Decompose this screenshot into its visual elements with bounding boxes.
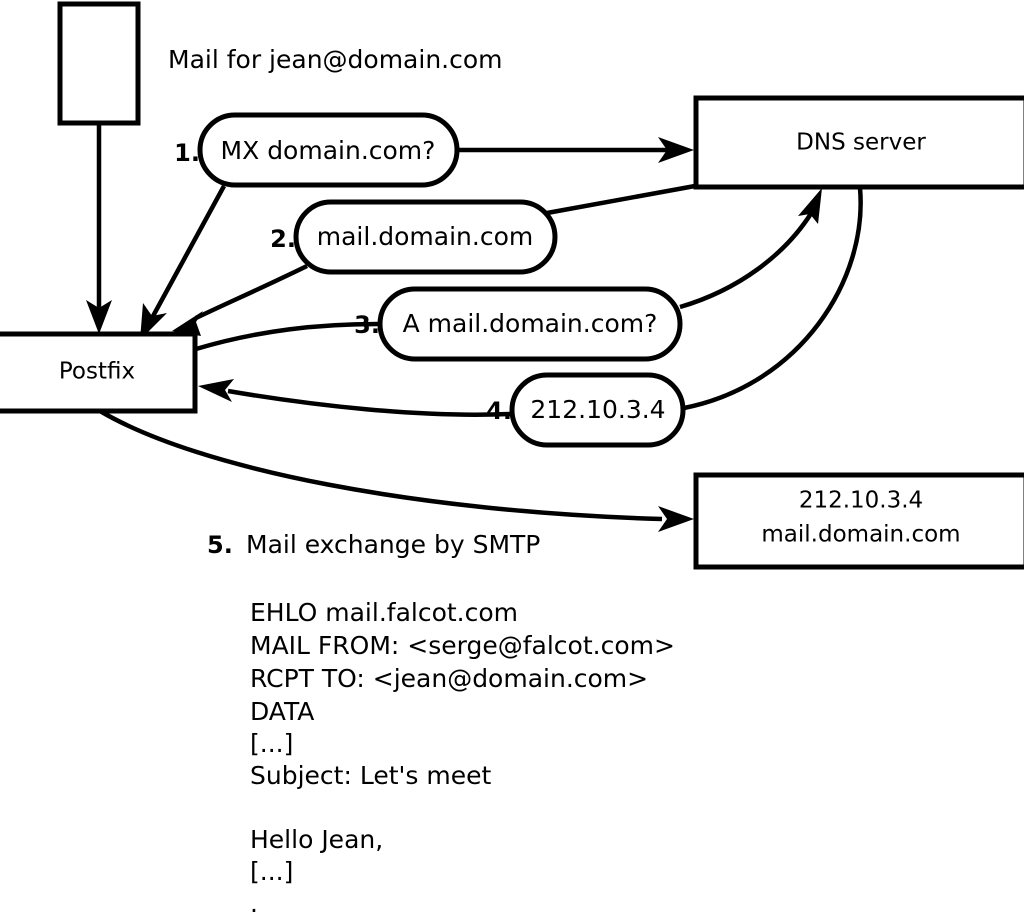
- dns-server-box-label: DNS server: [796, 130, 926, 156]
- step-4-number: 4.: [486, 397, 512, 425]
- transcript-line-8: Hello Jean,: [250, 825, 383, 854]
- dns-server-box[interactable]: DNS server: [693, 95, 1024, 190]
- transcript-line-4: DATA: [250, 697, 314, 726]
- step-5-number: 5.: [207, 531, 233, 559]
- target-mailserver-box[interactable]: 212.10.3.4 mail.domain.com: [693, 472, 1024, 570]
- edge-postfix-to-target: [98, 409, 694, 532]
- step-3-label: A mail.domain.com?: [403, 309, 658, 338]
- edge-dns-to-step2: [546, 183, 696, 216]
- edge-dns-to-step4: [683, 187, 863, 411]
- edge-step2-to-postfix: [172, 263, 308, 336]
- edge-step4-to-postfix: [198, 379, 511, 417]
- smtp-transcript: EHLO mail.falcot.com MAIL FROM: <serge@f…: [250, 598, 675, 918]
- step-1-label: MX domain.com?: [221, 136, 436, 165]
- transcript-line-5: [...]: [250, 729, 293, 758]
- step-4-bubble[interactable]: 212.10.3.4: [509, 372, 686, 448]
- edge-postfix-to-step3: [195, 321, 379, 352]
- step-2-number: 2.: [270, 225, 296, 253]
- step-3-bubble[interactable]: A mail.domain.com?: [377, 286, 683, 362]
- target-mailserver-ip: 212.10.3.4: [799, 488, 923, 514]
- edge-sender-to-postfix: [86, 125, 112, 334]
- transcript-line-3: RCPT TO: <jean@domain.com>: [250, 664, 648, 693]
- sender-box[interactable]: [57, 1, 141, 126]
- transcript-line-6: Subject: Let's meet: [250, 761, 491, 790]
- postfix-box-label: Postfix: [59, 359, 135, 385]
- edge-step1-to-dns: [457, 137, 694, 163]
- step-1-number: 1.: [174, 139, 200, 167]
- edge-step3-to-dns: [679, 188, 822, 310]
- step-1-bubble[interactable]: MX domain.com?: [197, 112, 460, 188]
- target-mailserver-hostname: mail.domain.com: [761, 522, 960, 548]
- step-3-number: 3.: [354, 311, 380, 339]
- step-2-label: mail.domain.com: [317, 222, 533, 251]
- transcript-line-2: MAIL FROM: <serge@falcot.com>: [250, 631, 675, 660]
- postfix-box[interactable]: Postfix: [0, 331, 198, 414]
- step-2-bubble[interactable]: mail.domain.com: [293, 199, 558, 275]
- step-5-label: Mail exchange by SMTP: [246, 530, 540, 559]
- edge-step1-tail-to-postfix: [140, 184, 226, 340]
- step-4-label: 212.10.3.4: [530, 395, 665, 424]
- transcript-line-1: EHLO mail.falcot.com: [250, 598, 518, 627]
- mail-for-caption: Mail for jean@domain.com: [168, 45, 503, 74]
- transcript-line-9: [...]: [250, 857, 293, 886]
- transcript-line-10: .: [250, 889, 258, 918]
